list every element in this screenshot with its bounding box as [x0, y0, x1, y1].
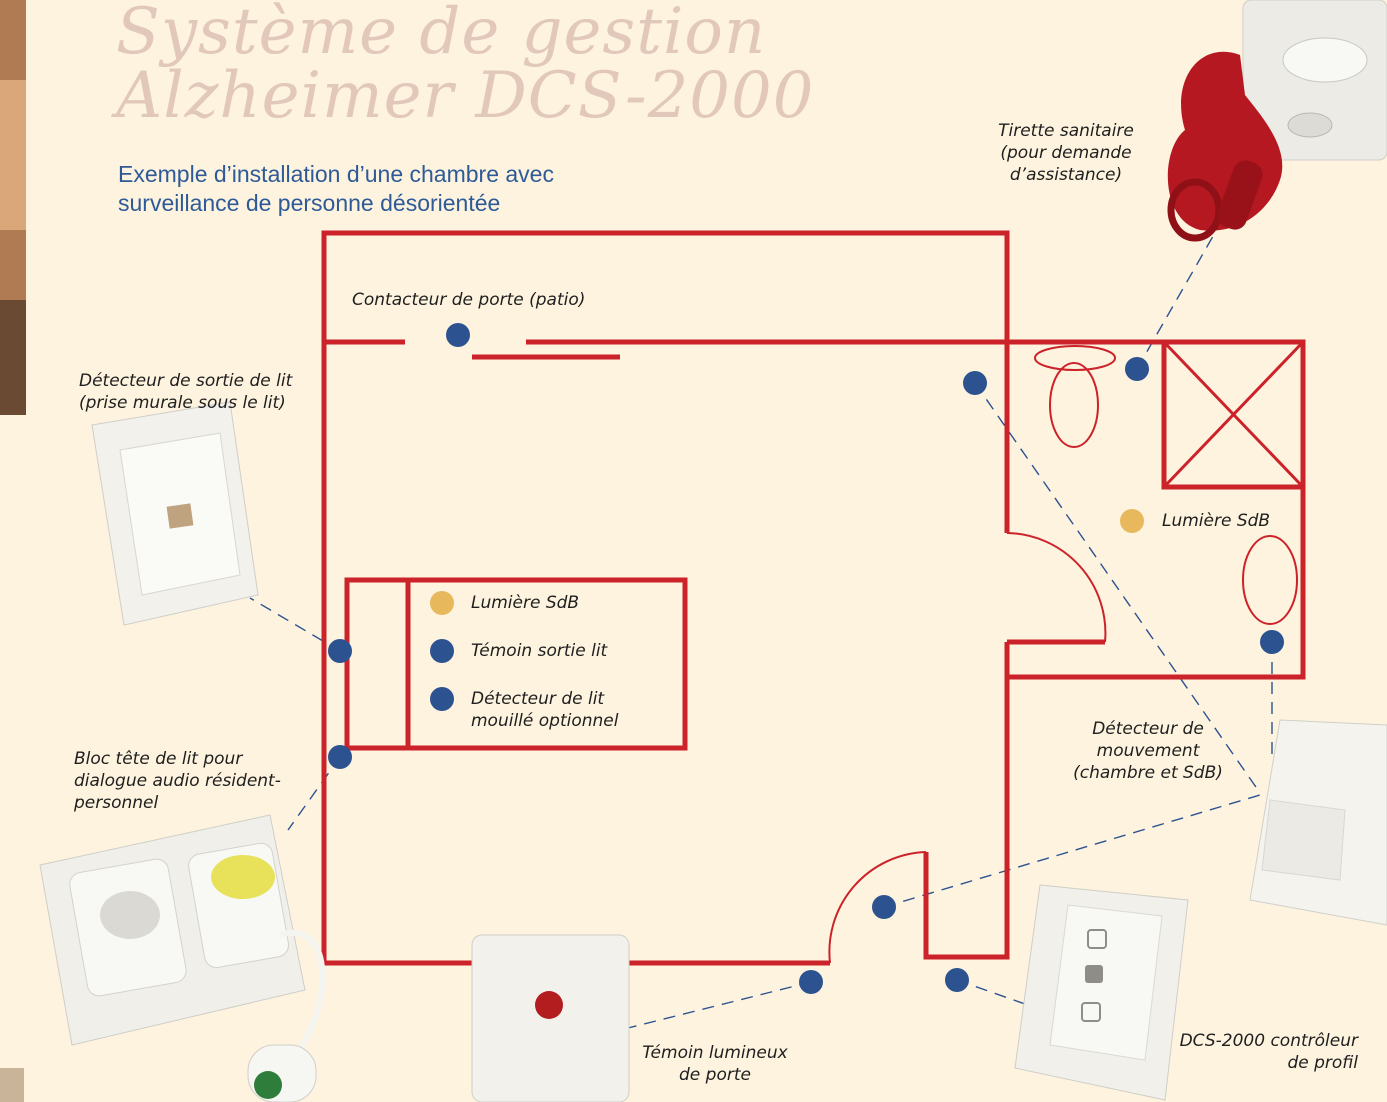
legend-sensor-dot-2: [430, 687, 454, 711]
sensor-dots: [328, 323, 1284, 994]
pull-cord-device-photo: [1167, 0, 1387, 242]
sensor-bath-motion: [1260, 630, 1284, 654]
walls: [321, 230, 1306, 966]
light-dot-bath: [1120, 509, 1144, 533]
door-light-indicator-photo: [471, 934, 630, 1102]
label-line: Détecteur de lit: [471, 689, 605, 709]
label-line: mouvement: [1096, 741, 1200, 761]
sensor-controller: [945, 968, 969, 992]
label-line: (pour demande: [1000, 143, 1132, 163]
bed-exit-socket-photo: [91, 401, 259, 626]
label-line: Bloc tête de lit pour: [74, 749, 243, 769]
sensor-door-light: [799, 970, 823, 994]
label-line: d’assistance): [1009, 165, 1123, 185]
legend-sensor-dot-1: [430, 639, 454, 663]
label-bloc-tete-de-lit: Bloc tête de lit pour dialogue audio rés…: [74, 748, 281, 814]
label-line: dialogue audio résident-: [74, 771, 281, 791]
sensor-patio-door: [446, 323, 470, 347]
legend-lit-mouille-label: Détecteur de lit mouillé optionnel: [471, 688, 618, 732]
label-line: de porte: [679, 1065, 751, 1085]
label-line: (chambre et SdB): [1073, 763, 1223, 783]
label-lumiere-sdb-bath: Lumière SdB: [1162, 511, 1271, 531]
door-swings: [828, 532, 1107, 964]
label-line: (prise murale sous le lit): [79, 393, 286, 413]
page-title-line-2: Alzheimer DCS-2000: [116, 59, 815, 133]
subtitle-line-1: Exemple d’installation d’une chambre ave…: [118, 161, 554, 187]
profile-controller-photo: [1014, 884, 1189, 1101]
label-line: de profil: [1287, 1053, 1358, 1073]
sensor-bed-exit: [328, 639, 352, 663]
legend-sortie-lit-label: Témoin sortie lit: [471, 641, 608, 661]
bath-fixtures: [1034, 345, 1298, 625]
sensor-motion-room: [963, 371, 987, 395]
label-detecteur-mouvement: Détecteur de mouvement (chambre et SdB): [1062, 718, 1234, 784]
label-temoin-lumineux-porte: Témoin lumineux de porte: [630, 1042, 800, 1086]
legend-light-dot: [430, 591, 454, 615]
label-line: personnel: [74, 793, 159, 813]
wall-details: [1162, 340, 1305, 489]
label-line: DCS-2000 contrôleur: [1179, 1031, 1358, 1051]
label-tirette-sanitaire: Tirette sanitaire (pour demande d’assist…: [985, 120, 1147, 186]
label-line: Témoin lumineux: [642, 1043, 788, 1063]
label-line: mouillé optionnel: [471, 711, 619, 731]
label-detecteur-sortie-lit: Détecteur de sortie de lit (prise murale…: [79, 370, 292, 414]
label-dcs-controleur-profil: DCS-2000 contrôleur de profil: [1150, 1030, 1358, 1074]
page-subtitle: Exemple d’installation d’une chambre ave…: [118, 160, 554, 218]
side-photo-strip: [0, 0, 26, 1102]
label-line: Détecteur de: [1092, 719, 1204, 739]
headboard-audio-unit-photo: [39, 814, 326, 1102]
label-line: Tirette sanitaire: [998, 121, 1134, 141]
subtitle-line-2: surveillance de personne désorientée: [118, 190, 501, 216]
page-title-line-1: Système de gestion: [116, 0, 767, 69]
label-contacteur-porte: Contacteur de porte (patio): [352, 290, 586, 310]
sensor-headboard: [328, 745, 352, 769]
motion-detector-photo: [1249, 719, 1387, 926]
sensor-pull-cord: [1125, 357, 1149, 381]
sensor-door-contact: [872, 895, 896, 919]
legend-light-label: Lumière SdB: [471, 593, 580, 613]
label-line: Détecteur de sortie de lit: [79, 371, 293, 391]
